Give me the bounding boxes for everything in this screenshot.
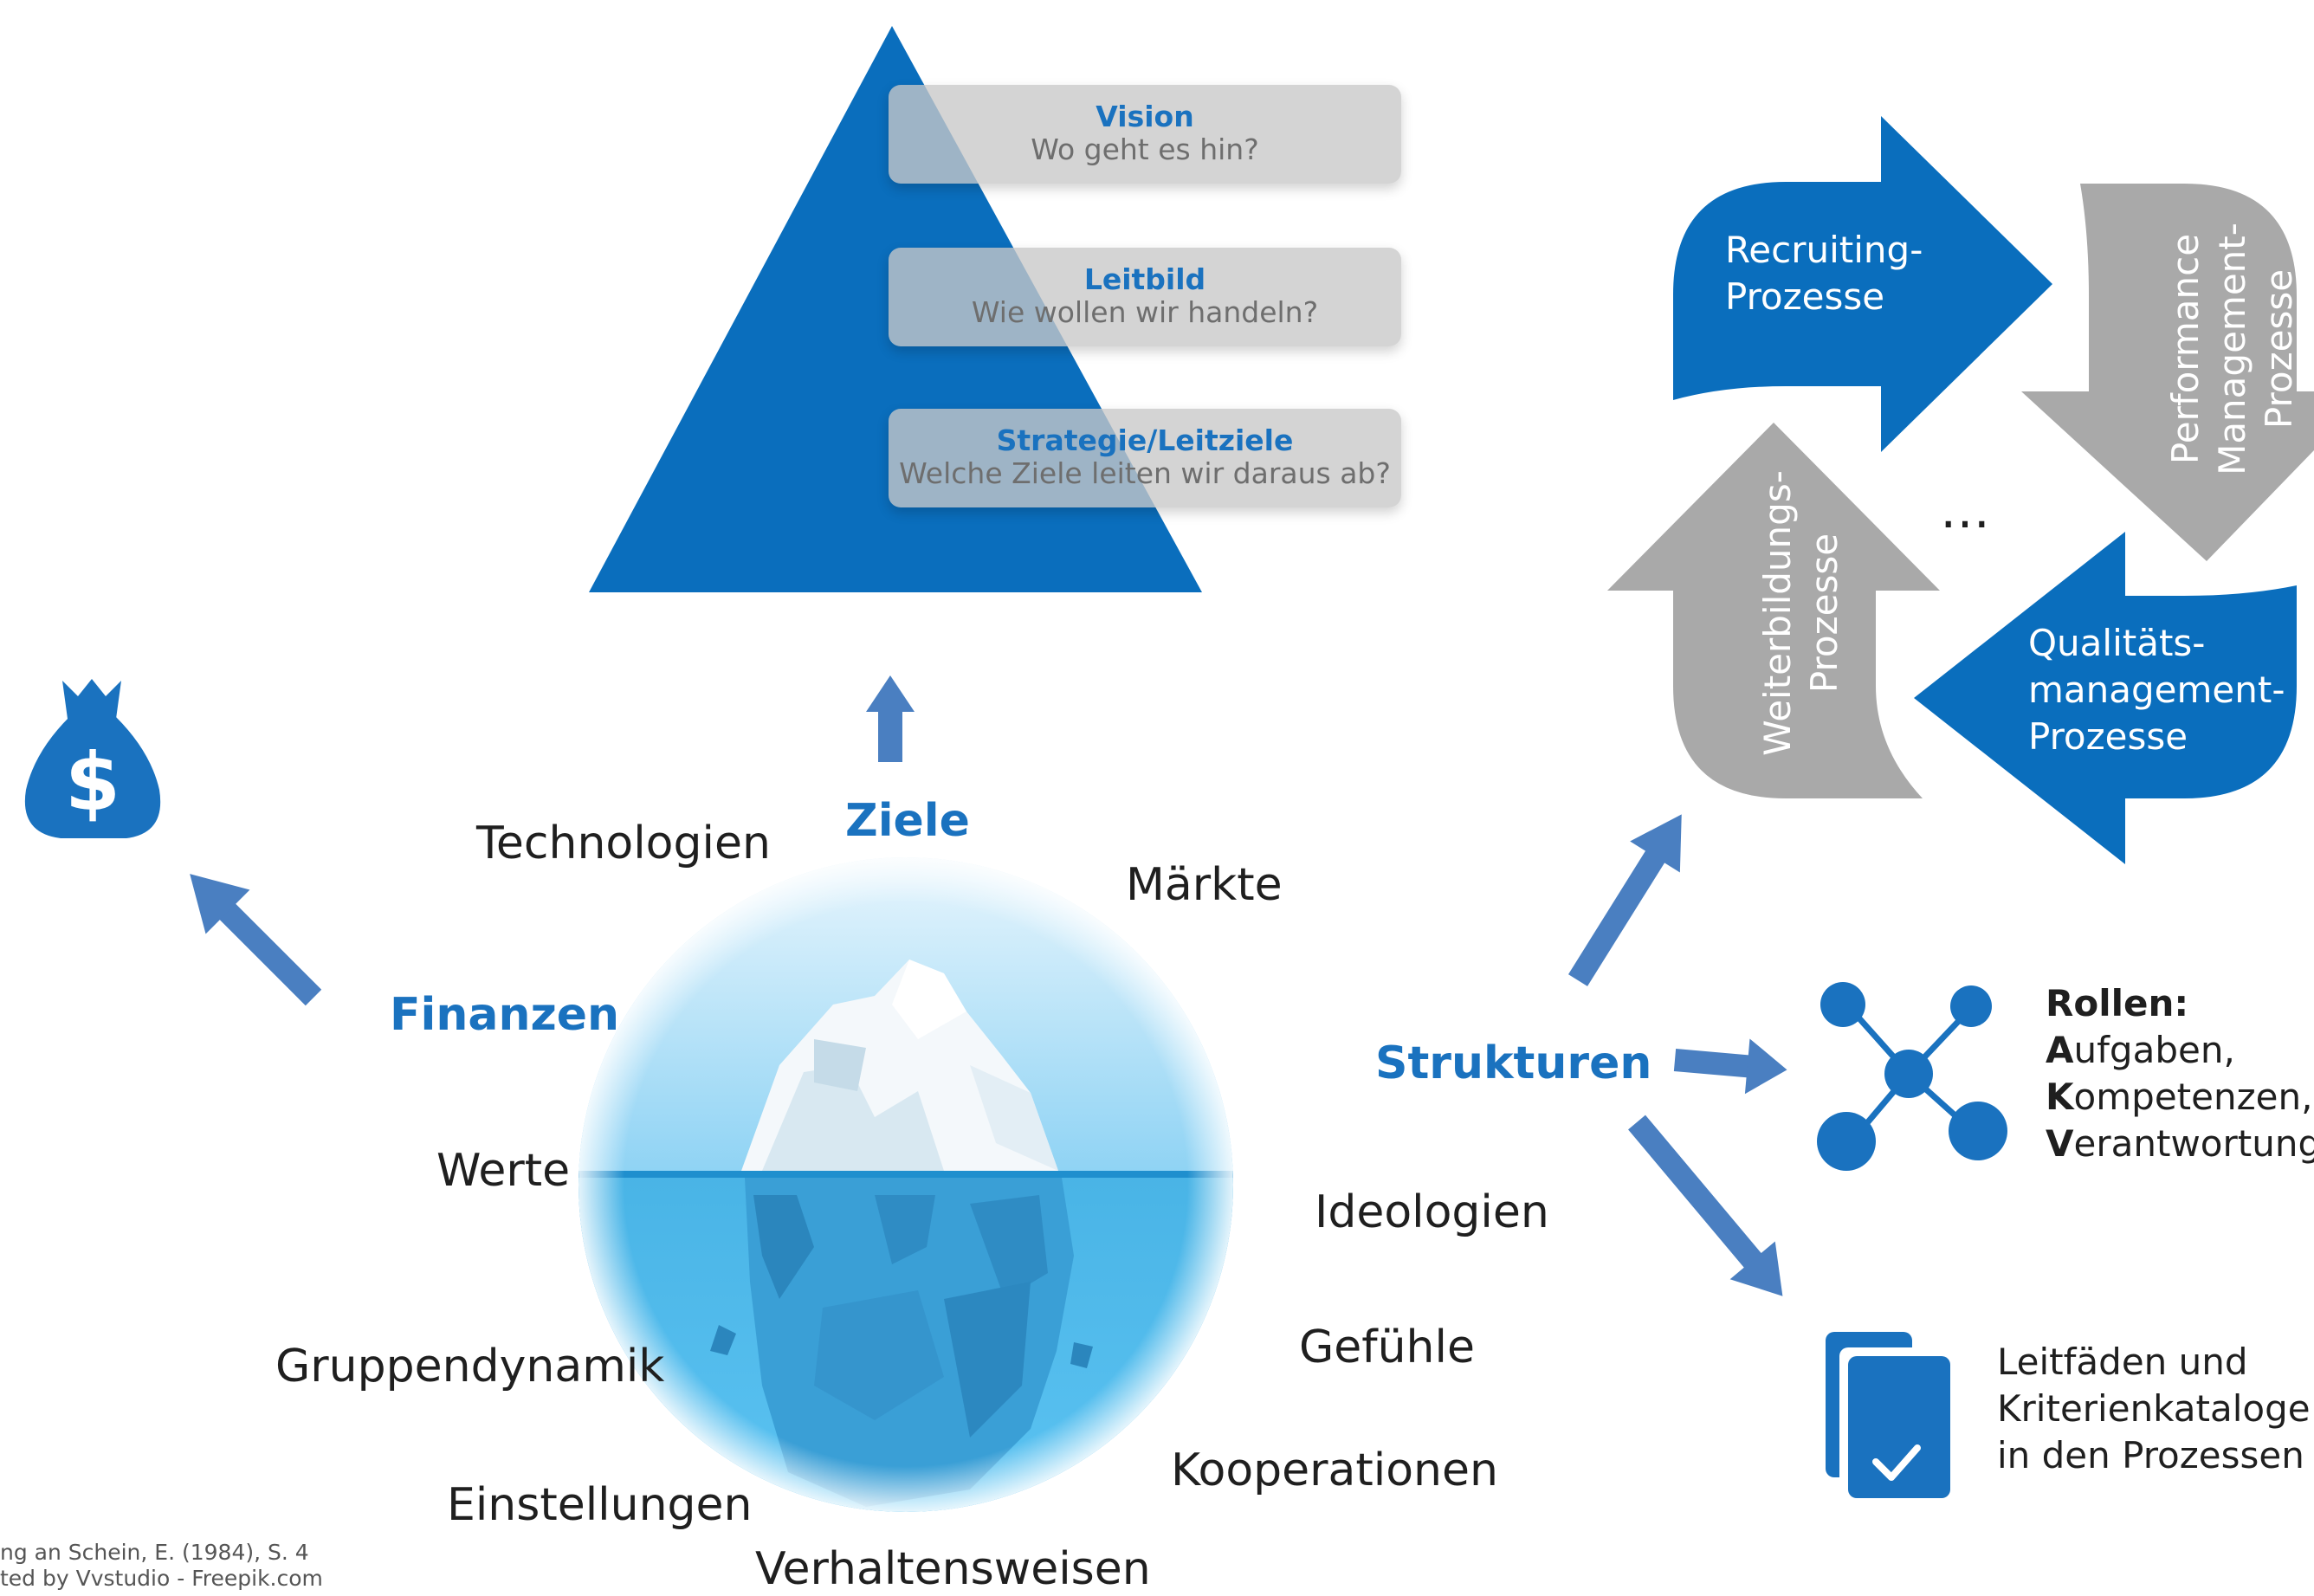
roles-item-aufgaben: Aufgaben, [2046, 1029, 2235, 1071]
recruiting-arrow-shape [1673, 116, 2052, 452]
network-roles-icon [1817, 982, 2007, 1171]
pyramid-level-vision: Vision Wo geht es hin? [889, 85, 1401, 184]
arrow-to-roles-icon [1673, 1038, 1787, 1095]
recruiting-label: Recruiting- Prozesse [1725, 229, 1923, 318]
document-check-icon [1826, 1332, 1950, 1498]
leitbild-question: Wie wollen wir handeln? [971, 295, 1319, 329]
pyramid-level-strategie: Strategie/Leitziele Welche Ziele leiten … [889, 409, 1401, 507]
label-strukturen: Strukturen [1375, 1037, 1652, 1089]
performance-label: Performance Management- Prozesse [2164, 223, 2300, 475]
guides-text: Leitfäden und Kriterienkataloge in den P… [1997, 1341, 2311, 1476]
arrow-to-processes-icon [1567, 814, 1682, 986]
performance-arrow-shape [2021, 184, 2314, 561]
term-einstellungen: Einstellungen [447, 1479, 753, 1531]
iceberg-illustration [578, 857, 1233, 1512]
term-gruppendynamik: Gruppendynamik [275, 1341, 665, 1392]
arrow-up-ziele-icon [866, 675, 915, 762]
arrow-finanzen-icon [190, 874, 322, 1006]
label-ziele: Ziele [845, 795, 970, 847]
term-kooperationen: Kooperationen [1171, 1444, 1498, 1496]
source-credit: ng an Schein, E. (1984), S. 4 ted by Vvs… [0, 1540, 323, 1591]
svg-text:$: $ [65, 736, 120, 829]
label-finanzen: Finanzen [390, 989, 620, 1041]
pyramid-level-leitbild: Leitbild Wie wollen wir handeln? [889, 248, 1401, 346]
roles-item-kompetenzen: Kompetenzen, [2046, 1076, 2313, 1118]
weiterbildung-arrow-shape [1607, 423, 1940, 798]
money-bag-icon: $ [24, 679, 161, 838]
roles-item-verantwortung: Verantwortung [2046, 1122, 2314, 1165]
strategie-title: Strategie/Leitziele [996, 423, 1294, 457]
term-verhaltensweisen: Verhaltensweisen [755, 1543, 1151, 1595]
strategie-question: Welche Ziele leiten wir daraus ab? [899, 456, 1391, 490]
term-maerkte: Märkte [1126, 859, 1283, 911]
term-ideologien: Ideologien [1315, 1186, 1549, 1238]
qualitaet-label: Qualitäts- management- Prozesse [2028, 622, 2285, 758]
vision-question: Wo geht es hin? [1031, 132, 1259, 166]
leitbild-title: Leitbild [1083, 262, 1206, 296]
vision-title: Vision [1096, 100, 1194, 133]
arrow-to-guides-icon [1628, 1115, 1783, 1296]
qualitaet-arrow-shape [1914, 532, 2297, 864]
term-werte: Werte [436, 1145, 571, 1197]
roles-title: Rollen: [2046, 982, 2189, 1024]
term-technologien: Technologien [476, 817, 771, 869]
weiterbildung-label: Weiterbildungs- Prozesse [1756, 470, 1845, 756]
cycle-ellipsis: … [1940, 481, 1990, 540]
term-gefuehle: Gefühle [1299, 1321, 1475, 1373]
roles-text: Rollen: Aufgaben, Kompetenzen, Verantwor… [2046, 980, 2314, 1167]
